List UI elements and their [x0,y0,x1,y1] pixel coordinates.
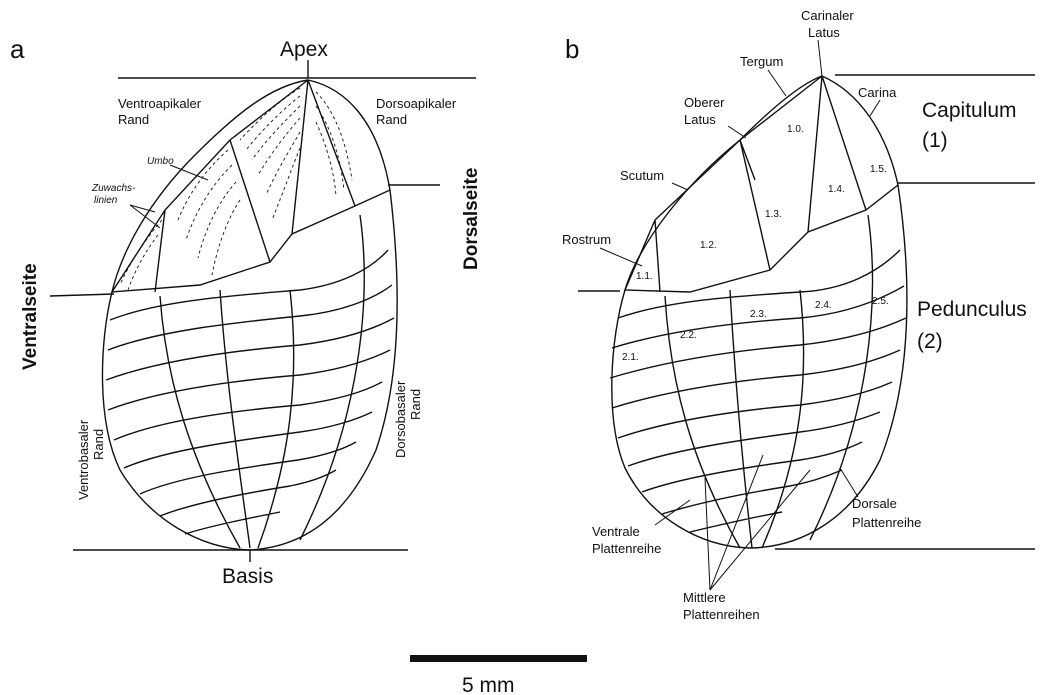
zuwachs-label-1: Zuwachs- [91,183,136,194]
dorsale-label-1: Dorsale [852,496,897,511]
rostrum-label: Rostrum [562,232,611,247]
basis-label: Basis [222,565,273,588]
apex-label: Apex [280,38,328,61]
tergum-label: Tergum [740,54,783,69]
capitulum-label: Capitulum [922,99,1017,122]
oberer-label-2: Latus [684,112,716,127]
plate-2-5: 2.5. [872,296,889,307]
plate-1-0: 1.0. [787,124,804,135]
panel-a-outline [102,80,397,550]
capitulum-plates-b [625,76,898,292]
ventrale-label-1: Ventrale [592,524,640,539]
ventroapikaler-label-1: Ventroapikaler [118,96,202,111]
dorsobasaler-label-1: Dorsobasaler [393,380,408,458]
plate-2-4: 2.4. [815,300,832,311]
plate-2-1: 2.1. [622,352,639,363]
plate-1-4: 1.4. [828,184,845,195]
ventral-boundary-line [50,294,114,296]
panel-a [50,60,476,562]
carinaler-label-1: Carinaler [801,8,854,23]
plate-1-2: 1.2. [700,240,717,251]
pedunculus-number: (2) [917,330,943,353]
dorsalseite-label: Dorsalseite [461,168,482,270]
plate-1-3: 1.3. [765,209,782,220]
carina-label: Carina [858,85,897,100]
plate-1-5: 1.5. [870,164,887,175]
capitulum-number: (1) [922,129,948,152]
dorsale-label-2: Plattenreihe [852,515,921,530]
plate-2-2: 2.2. [680,330,697,341]
mittlere-label-1: Mittlere [683,590,726,605]
ventrale-label-2: Plattenreihe [592,541,661,556]
pedunculus-label: Pedunculus [917,298,1027,321]
mittlere-label-2: Plattenreihen [683,607,760,622]
ventralseite-label: Ventralseite [20,263,41,370]
panel-a-label: a [10,34,25,64]
capitulum-plates-a [112,80,390,292]
dorsobasaler-label-2: Rand [408,389,423,420]
dorsoapikaler-label-2: Rand [376,112,407,127]
ventrobasaler-label-1: Ventrobasaler [76,419,91,500]
ventrobasaler-label-2: Rand [91,429,106,460]
ventroapikaler-label-2: Rand [118,112,149,127]
pedunculus-rows-a [106,215,394,548]
scutum-label: Scutum [620,168,664,183]
scale-bar-label: 5 mm [462,674,515,695]
plate-2-3: 2.3. [750,309,767,320]
plate-1-1: 1.1. [636,271,653,282]
scale-bar [410,655,587,662]
zuwachs-label-2: linien [94,195,118,206]
dorsoapikaler-label-1: Dorsoapikaler [376,96,457,111]
panel-b-label: b [565,34,579,64]
oberer-label-1: Oberer [684,95,725,110]
carinaler-label-2: Latus [808,25,840,40]
